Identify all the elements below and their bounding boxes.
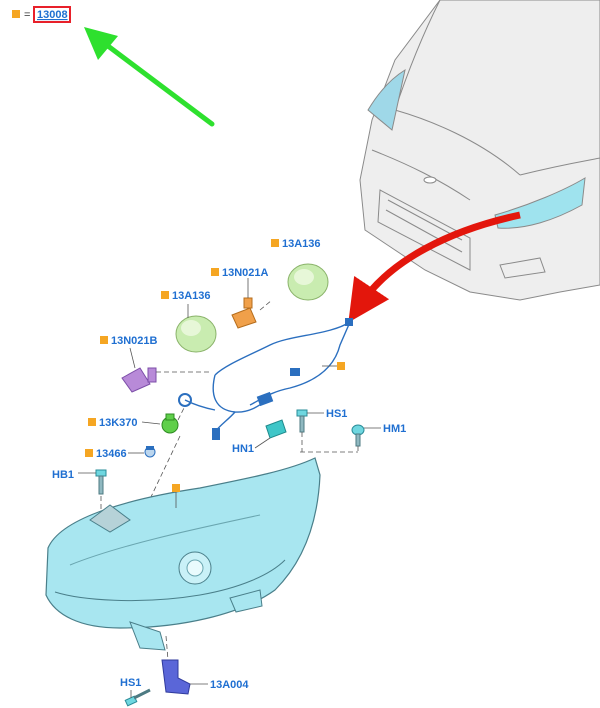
marker-13k370 [88,418,96,426]
legend-part-number-link[interactable]: 13008 [37,9,68,21]
label-13n021a[interactable]: 13N021A [222,267,269,279]
label-hm1[interactable]: HM1 [383,423,406,435]
label-hs1-bottom[interactable]: HS1 [120,677,141,689]
marker-13n021b [100,336,108,344]
screw-hs1-bottom [124,688,151,707]
red-pointer-arrow [348,211,521,323]
legend-equals: = [24,9,30,21]
socket-13k370 [161,413,179,434]
label-13a136-left[interactable]: 13A136 [172,290,211,302]
headlamp-marker [172,484,180,492]
label-13a136-top[interactable]: 13A136 [282,238,321,250]
screw-hs1-top [296,409,308,433]
screw-hb1 [95,469,107,495]
green-pointer-arrow [84,27,215,127]
nut-hn1 [265,419,287,439]
bulb-13466 [144,446,156,458]
nut-hm1 [351,424,365,447]
wiring-harness [178,318,353,440]
label-hb1[interactable]: HB1 [52,469,74,481]
bulb-13a136-left [175,315,217,353]
marker-13a136-left [161,291,169,299]
label-hs1-top[interactable]: HS1 [326,408,347,420]
headlamp-assembly [45,457,321,651]
label-13a004[interactable]: 13A004 [210,679,249,691]
bracket-13a004 [161,659,191,695]
legend: = 13008 [12,6,71,23]
label-13466[interactable]: 13466 [96,448,127,460]
bulb-13n021b [121,367,157,393]
harness-marker [337,362,345,370]
vehicle-front-illustration [359,0,600,301]
label-13n021b[interactable]: 13N021B [111,335,158,347]
marker-13a136-top [271,239,279,247]
marker-13n021a [211,268,219,276]
bulb-13a136-top [287,263,329,301]
marker-13466 [85,449,93,457]
label-hn1[interactable]: HN1 [232,443,254,455]
legend-marker [12,10,20,18]
label-13k370[interactable]: 13K370 [99,417,138,429]
bulb-13n021a [231,297,257,329]
legend-highlight-box [33,6,71,23]
